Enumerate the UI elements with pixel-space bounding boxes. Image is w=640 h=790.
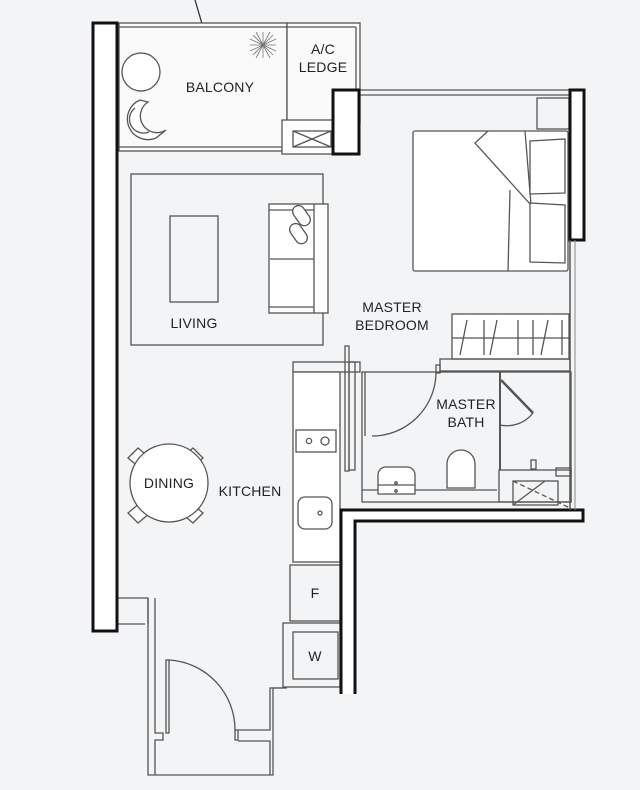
basin-icon [377,466,416,495]
label-washer: W [308,648,322,664]
kitchen-counter [292,361,361,563]
plant-icon [249,31,277,59]
stove-icon [295,429,337,453]
toilet-icon [446,449,476,489]
label-master-bath: MASTER BATH [436,396,496,430]
ac-unit-icon [281,119,335,155]
balcony-chair-icon [126,99,167,141]
label-balcony: BALCONY [185,79,255,95]
balcony-table-icon [121,52,161,92]
coffee-table-icon [169,215,219,303]
wardrobe-icon [439,313,571,372]
label-kitchen: KITCHEN [218,483,282,499]
bed-icon [412,130,569,272]
label-living: LIVING [170,315,218,331]
sofa-icon [268,203,329,314]
label-fridge: F [310,585,320,601]
washer-icon [292,631,339,680]
master-bath-area [361,364,572,509]
walls [91,21,586,694]
label-ac-ledge: A/C LEDGE [298,41,348,75]
sink-icon [297,496,333,530]
entrance-area [107,597,287,776]
label-master-bedroom: MASTER BEDROOM [355,299,429,333]
label-dining-top: DINING [143,475,195,491]
